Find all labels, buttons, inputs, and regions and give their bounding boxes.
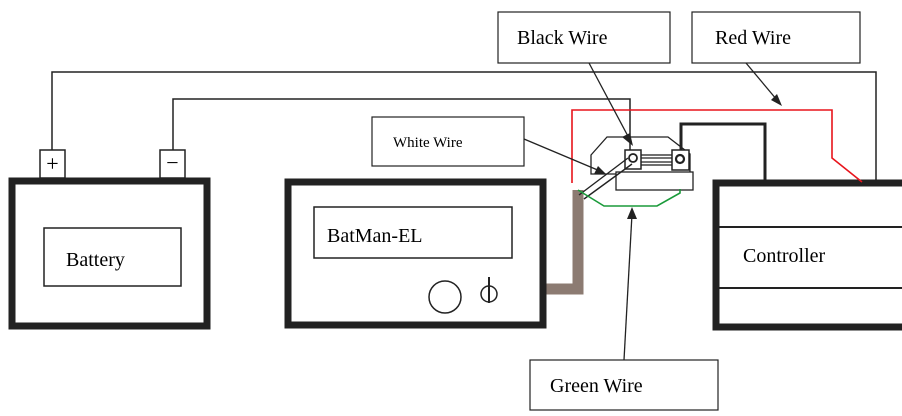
shunt-bolt-left <box>628 153 638 163</box>
red-wire-callout <box>691 11 861 64</box>
negative-terminal-label: − <box>166 150 178 175</box>
battery-label-box <box>43 227 182 287</box>
white-wire-callout <box>371 116 525 167</box>
shunt-bolt-right <box>674 153 686 165</box>
controller-label: Controller <box>743 245 826 267</box>
controller-box <box>712 179 902 331</box>
batman-label: BatMan-EL <box>327 225 423 247</box>
negative-wire <box>172 98 631 151</box>
green-wire-label: Green Wire <box>550 375 643 397</box>
green-wire <box>577 189 681 207</box>
red-wire <box>571 109 863 183</box>
white-wire-a <box>578 157 629 196</box>
red-wire-label: Red Wire <box>715 27 791 49</box>
batman-knob <box>428 280 462 314</box>
red-wire-arrow <box>745 62 782 106</box>
shunt-block <box>615 171 694 191</box>
white-wire-arrow <box>523 138 606 174</box>
white-wire-label: White Wire <box>393 135 463 151</box>
batman-display <box>313 206 513 259</box>
white-wire-b <box>583 163 633 200</box>
black-wire-arrow <box>588 62 633 146</box>
green-wire-arrow <box>623 207 637 361</box>
battery-label: Battery <box>66 249 125 271</box>
positive-terminal-label: + <box>46 151 58 176</box>
positive-wire <box>51 71 877 180</box>
batman-toggle-switch <box>480 277 498 303</box>
positive-terminal <box>39 149 66 179</box>
negative-terminal <box>159 149 186 179</box>
black-wire-label: Black Wire <box>517 27 608 49</box>
black-wire-callout <box>497 11 671 64</box>
black-wire <box>679 122 767 182</box>
shunt-bar <box>635 154 677 166</box>
brown-cable <box>544 190 584 295</box>
green-wire-callout <box>529 359 719 411</box>
shunt-housing <box>590 136 691 175</box>
